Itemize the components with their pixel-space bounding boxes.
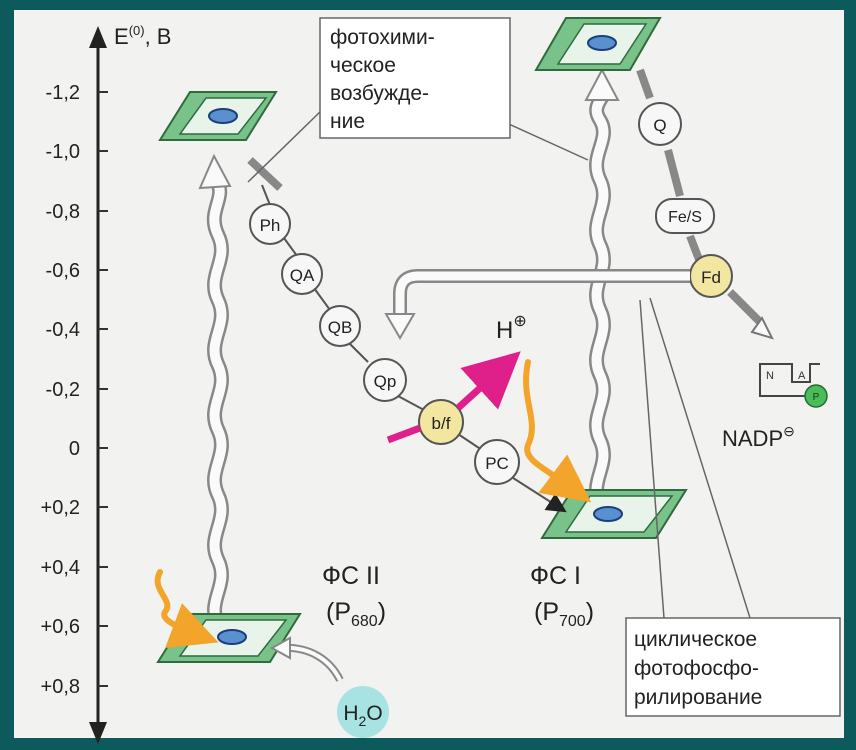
ps2-label: ФС II (P680)	[322, 562, 386, 630]
carrier-bf: b/f	[418, 399, 464, 445]
carrier-pc: PC	[474, 439, 520, 485]
svg-text:Fe/S: Fe/S	[668, 209, 702, 226]
carrier-ph: Ph	[249, 203, 291, 245]
svg-text:циклическое: циклическое	[634, 628, 757, 651]
water-label: H2O	[343, 702, 382, 729]
svg-text:Q: Q	[653, 116, 666, 135]
ps1-acceptor-connectors	[636, 68, 763, 325]
svg-text:возбужде-: возбужде-	[330, 82, 429, 105]
excitation-arrow-ps1	[584, 67, 620, 513]
tick-label: +0,8	[41, 676, 80, 698]
carrier-q: Q	[638, 102, 682, 146]
nadp-label: NADP⊖	[722, 423, 795, 451]
svg-text:рилирование: рилирование	[634, 686, 762, 709]
tick-label: -0,8	[46, 201, 80, 223]
excitation-arrow-ps2	[198, 153, 232, 633]
carrier-fes: Fe/S	[655, 198, 715, 234]
tick-label: +0,6	[41, 616, 80, 638]
nadp-molecule: N A P	[759, 363, 828, 408]
tick-label: 0	[69, 438, 80, 460]
carrier-qa: QA	[281, 253, 323, 295]
tick-label: -0,4	[46, 319, 80, 341]
svg-text:Qp: Qp	[374, 372, 397, 391]
svg-text:ФС II: ФС II	[322, 562, 380, 590]
svg-text:ние: ние	[330, 110, 365, 133]
tick-label: -0,2	[46, 379, 80, 401]
svg-text:N: N	[766, 370, 774, 382]
light-arrow-ps2	[154, 569, 219, 649]
tick-label: +0,4	[41, 557, 80, 579]
ps2-excited-plate	[158, 91, 278, 141]
svg-text:(P700): (P700)	[534, 598, 594, 630]
svg-text:ФС I: ФС I	[530, 562, 581, 590]
nadp-arrow-head	[750, 316, 774, 340]
svg-text:ческое: ческое	[330, 54, 396, 77]
axis-title: E(0), В	[114, 23, 171, 49]
tick-label: -0,6	[46, 260, 80, 282]
carrier-qp: Qp	[363, 358, 407, 402]
svg-text:QA: QA	[290, 266, 315, 285]
tick-label: -1,0	[46, 141, 80, 163]
tick-label: -1,2	[46, 82, 80, 104]
svg-text:фотофосфо-: фотофосфо-	[634, 657, 759, 680]
carrier-fd: Fd	[689, 254, 733, 298]
svg-text:фотохими-: фотохими-	[330, 26, 435, 49]
svg-text:P: P	[813, 392, 820, 403]
light-arrow-ps1	[523, 359, 592, 503]
tick-label: +0,2	[41, 497, 80, 519]
ps1-label: ФС I (P700)	[530, 562, 594, 630]
carrier-qb: QB	[319, 305, 361, 347]
energy-axis: E(0), В -1,2 -1,0 -0,8 -0,6 -0,4 -0,2 0 …	[41, 23, 171, 744]
water-molecule: H2O	[269, 636, 389, 738]
svg-text:b/f: b/f	[432, 414, 451, 433]
svg-text:(P680): (P680)	[326, 598, 386, 630]
cyclic-electron-arrow	[384, 269, 690, 340]
svg-text:PC: PC	[485, 454, 509, 473]
cyclic-callout: циклическое фотофосфо- рилирование	[625, 297, 841, 717]
excitation-callout: фотохими- ческое возбужде- ние	[247, 17, 589, 183]
ps1-excited-plate	[534, 17, 662, 71]
svg-text:QB: QB	[328, 318, 353, 337]
svg-text:A: A	[798, 370, 806, 382]
proton-arrow	[386, 351, 521, 444]
proton-label: H⊕	[496, 313, 527, 344]
svg-text:Fd: Fd	[701, 268, 721, 287]
svg-text:Ph: Ph	[260, 216, 281, 235]
